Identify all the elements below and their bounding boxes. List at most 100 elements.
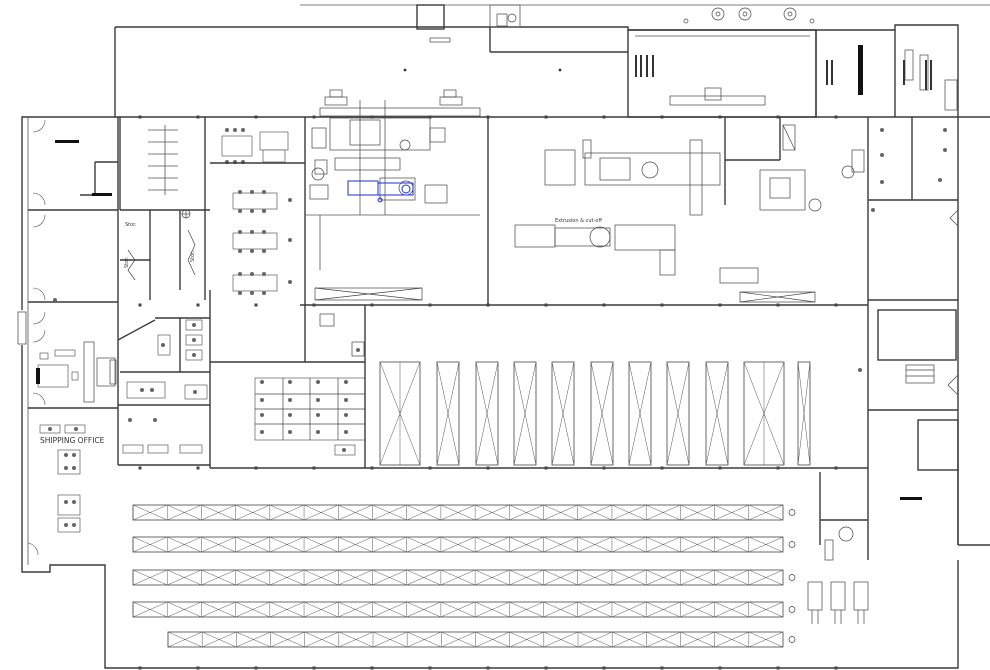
rack-bay-line — [338, 536, 373, 553]
column-marker — [486, 466, 490, 470]
rack-bay-line — [680, 569, 715, 586]
rack-bay-line — [475, 601, 510, 618]
column-marker — [138, 666, 142, 670]
rack-bay-line — [748, 504, 784, 521]
rack-bay-line — [303, 601, 339, 618]
rack-bay-line — [235, 601, 270, 618]
production-area: Extrusion & cut-off — [118, 89, 869, 560]
rack-bay-line — [269, 569, 305, 586]
column-marker — [312, 115, 316, 119]
column-marker — [254, 666, 258, 670]
column-marker — [196, 466, 200, 470]
rack-bay-line — [269, 601, 305, 618]
rack-bay-line — [543, 569, 578, 586]
rack-bay-line — [132, 569, 168, 586]
rack-bay-line — [611, 601, 647, 618]
desk-cluster-2 — [254, 377, 366, 456]
column-marker — [660, 303, 664, 307]
rack-bay-line — [440, 569, 476, 586]
column-marker — [660, 666, 664, 670]
rack-bay-line — [646, 536, 681, 553]
rack-bay-line — [577, 536, 613, 553]
column-marker — [138, 466, 142, 470]
column-marker — [370, 303, 374, 307]
rack-bay-line — [338, 504, 373, 521]
column-marker — [370, 466, 374, 470]
column-marker — [718, 303, 722, 307]
rack-bay-line — [132, 601, 168, 618]
top-entry — [403, 4, 628, 72]
rack-bay-line — [680, 601, 715, 618]
rack-bay-line — [714, 631, 749, 648]
column-marker — [834, 115, 838, 119]
rack-bay-line — [509, 504, 544, 521]
column-marker — [312, 303, 316, 307]
rack-bay-line — [167, 631, 203, 648]
column-marker — [254, 303, 258, 307]
rack-bay-line — [475, 504, 510, 521]
rack-bay-line — [201, 601, 236, 618]
storage-label-3: Stor. — [190, 250, 196, 262]
column-marker — [428, 303, 432, 307]
rack-bay-line — [680, 536, 715, 553]
rack-bay-line — [577, 631, 613, 648]
rack-bay-line — [235, 536, 270, 553]
rack-bay-line — [543, 601, 578, 618]
rack-bay-line — [543, 631, 579, 648]
rack-bay-line — [440, 536, 476, 553]
rack-bay-line — [132, 536, 168, 553]
rack-bay-line — [338, 601, 373, 618]
storage-label: Stor. — [125, 222, 137, 228]
rack-bay-line — [714, 536, 749, 553]
rack-bay-line — [509, 631, 544, 648]
rack-bay-line — [236, 631, 271, 648]
rack-bay-line — [611, 569, 647, 586]
rack-bay-line — [714, 601, 749, 618]
rack-bay-line — [440, 601, 476, 618]
column-marker — [486, 115, 490, 119]
rack-bay-line — [132, 504, 168, 521]
column-marker — [428, 115, 432, 119]
exterior-walls — [17, 4, 990, 669]
rack-end-marker — [788, 636, 796, 643]
rack-bay-line — [577, 601, 613, 618]
rack-bay-line — [372, 631, 408, 648]
rack-bay-line — [406, 536, 441, 553]
rack-bay-line — [372, 601, 407, 618]
column-marker — [602, 666, 606, 670]
rack-bay-line — [646, 631, 681, 648]
column-marker — [254, 466, 258, 470]
column-marker — [138, 115, 142, 119]
rack-bay-line — [303, 569, 339, 586]
rack-bay-line — [509, 536, 544, 553]
column-marker — [196, 115, 200, 119]
rack-end-marker — [788, 606, 796, 613]
column-marker — [834, 466, 838, 470]
rack-end-marker — [788, 574, 796, 581]
rack-bay-line — [372, 504, 407, 521]
column-marker — [544, 303, 548, 307]
rack-bay-line — [167, 569, 202, 586]
rack-bay-line — [201, 569, 236, 586]
rack-bay-line — [611, 536, 647, 553]
column-marker — [486, 303, 490, 307]
rack-bay-line — [167, 601, 202, 618]
rack-bay-line — [269, 536, 305, 553]
rack-bay-line — [611, 504, 647, 521]
rack-end-marker — [788, 541, 796, 548]
column-marker — [312, 466, 316, 470]
rack-bay-line — [680, 631, 715, 648]
column-marker — [834, 666, 838, 670]
column-marker — [254, 115, 258, 119]
column-marker — [544, 466, 548, 470]
rack-bay-line — [680, 504, 715, 521]
rack-bay-line — [303, 536, 339, 553]
rack-bay-line — [202, 631, 237, 648]
rack-bay-line — [441, 631, 476, 648]
right-wing — [807, 117, 990, 624]
rack-bay-line — [577, 504, 613, 521]
column-marker — [486, 666, 490, 670]
rack-bay-line — [372, 569, 407, 586]
rack-bay-line — [475, 569, 510, 586]
column-marker — [834, 303, 838, 307]
